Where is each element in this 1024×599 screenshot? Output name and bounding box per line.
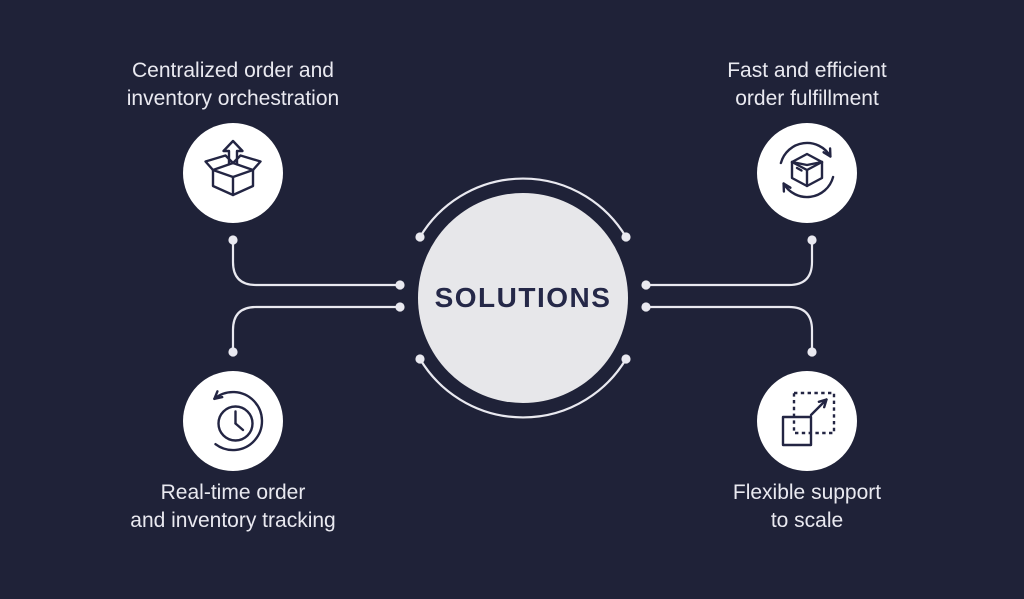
label-line: order fulfillment bbox=[735, 87, 879, 110]
open-box-dispatch-icon bbox=[204, 139, 262, 197]
label-top-right: Fast and efficient order fulfillment bbox=[637, 57, 977, 113]
box-cycle-arrows-icon bbox=[779, 141, 835, 199]
label-line: Flexible support bbox=[732, 481, 882, 504]
connector-bottom-left bbox=[231, 305, 400, 352]
label-top-left: Centralized order and inventory orchestr… bbox=[63, 57, 403, 113]
bottom-arc bbox=[419, 358, 627, 419]
label-line: to scale bbox=[770, 509, 844, 532]
label-line: Real-time order bbox=[160, 481, 306, 504]
center-circle: SOLUTIONS bbox=[418, 193, 628, 403]
connector-bottom-right bbox=[646, 305, 814, 352]
top-arc bbox=[419, 177, 627, 238]
connector-top-left bbox=[231, 240, 400, 287]
connector-top-right bbox=[646, 240, 814, 287]
scale-expand-icon bbox=[781, 391, 836, 447]
connector-dots bbox=[228, 232, 817, 364]
icon-circle-bottom-left bbox=[183, 371, 283, 471]
label-line: inventory orchestration bbox=[126, 87, 340, 110]
label-bottom-right: Flexible support to scale bbox=[637, 479, 977, 535]
icon-circle-bottom-right bbox=[757, 371, 857, 471]
label-line: Centralized order and bbox=[132, 59, 334, 82]
label-line: and inventory tracking bbox=[130, 509, 336, 532]
label-bottom-left: Real-time order and inventory tracking bbox=[63, 479, 403, 535]
clock-history-icon bbox=[213, 390, 264, 452]
center-label: SOLUTIONS bbox=[434, 282, 612, 313]
icon-circle-top-right bbox=[757, 123, 857, 223]
icon-circle-top-left bbox=[183, 123, 283, 223]
label-line: Fast and efficient bbox=[727, 59, 887, 82]
